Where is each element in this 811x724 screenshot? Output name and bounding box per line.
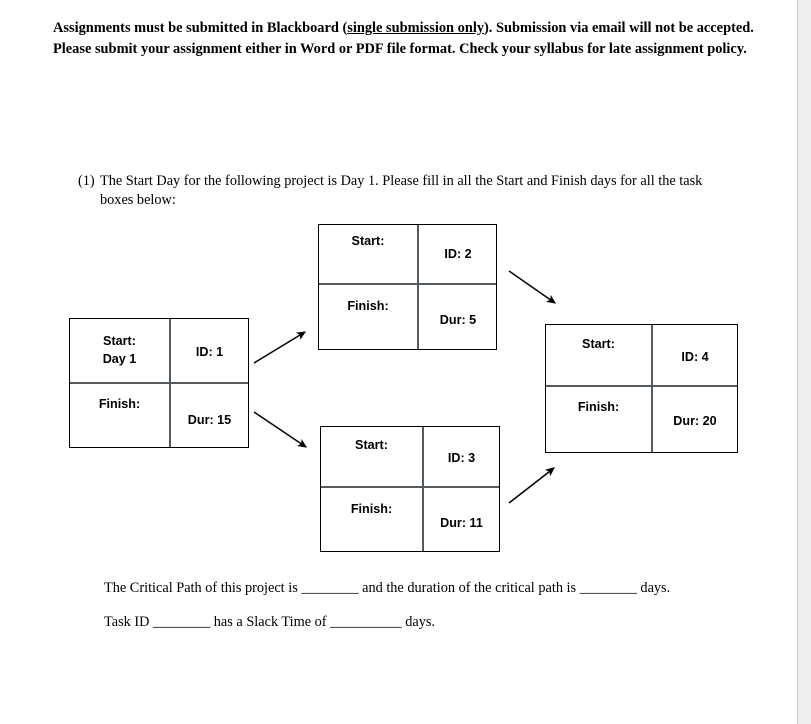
task-box-2[interactable]: Start: ID: 2 Finish: Dur: 5: [318, 224, 497, 350]
task-1-finish-label: Finish:: [98, 397, 141, 411]
task-1-id: ID: 1: [195, 345, 224, 359]
critical-path-answer-line[interactable]: The Critical Path of this project is ___…: [104, 580, 671, 596]
instructions-underlined-phrase: single submission only: [347, 20, 485, 36]
task-box-3-vertical-divider: [422, 427, 424, 551]
arrow-task1-to-task3: [253, 411, 307, 448]
task-4-id: ID: 4: [681, 350, 709, 364]
assignment-instructions: Assignments must be submitted in Blackbo…: [53, 18, 763, 59]
task-3-start-label: Start:: [355, 438, 388, 452]
task-1-duration: Dur: 15: [187, 413, 232, 427]
instructions-part1: Assignments must be submitted in Blackbo…: [53, 20, 348, 36]
question-text: The Start Day for the following project …: [100, 173, 703, 208]
task-box-3[interactable]: Start: ID: 3 Finish: Dur: 11: [320, 426, 500, 552]
task-4-finish-label: Finish:: [577, 400, 620, 414]
task-3-duration: Dur: 11: [440, 516, 483, 530]
instructions-part2: ). Submission via email will not be acce…: [53, 20, 754, 57]
question-1: (1) The Start Day for the following proj…: [78, 172, 734, 209]
task-box-2-vertical-divider: [417, 225, 419, 349]
task-box-3-horizontal-divider: [321, 486, 499, 488]
question-number: (1): [78, 173, 95, 189]
task-1-start-label: Start:: [103, 334, 136, 348]
slack-time-answer-line[interactable]: Task ID ________ has a Slack Time of ___…: [104, 614, 435, 630]
task-box-1[interactable]: Start: Day 1 ID: 1 Finish: Dur: 15: [69, 318, 249, 448]
task-2-start-label: Start:: [351, 234, 385, 248]
task-1-start-value: Day 1: [102, 352, 137, 366]
arrow-task2-to-task4: [508, 270, 556, 304]
task-box-4-horizontal-divider: [546, 385, 737, 387]
arrow-task3-to-task4: [508, 467, 555, 504]
task-4-start-label: Start:: [582, 337, 615, 351]
task-box-1-horizontal-divider: [70, 382, 248, 384]
task-box-4-vertical-divider: [651, 325, 653, 452]
task-2-finish-label: Finish:: [347, 299, 389, 313]
task-3-id: ID: 3: [447, 451, 476, 465]
task-2-duration: Dur: 5: [439, 313, 477, 327]
task-3-finish-label: Finish:: [350, 502, 393, 516]
task-box-4[interactable]: Start: ID: 4 Finish: Dur: 20: [545, 324, 738, 453]
arrow-task1-to-task2: [253, 331, 307, 364]
task-2-id: ID: 2: [444, 247, 472, 261]
task-box-2-horizontal-divider: [319, 283, 496, 285]
task-4-duration: Dur: 20: [673, 414, 717, 428]
